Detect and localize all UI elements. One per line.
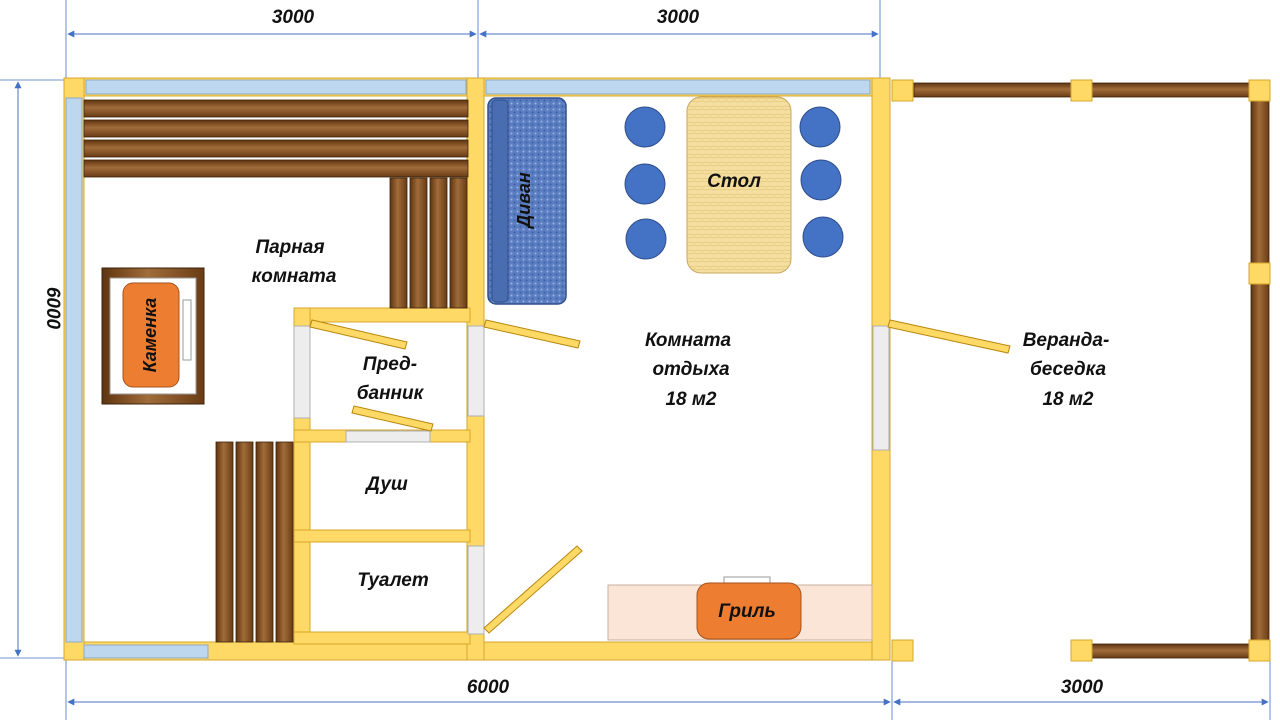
toilet-label: Туалет <box>357 570 429 591</box>
grill <box>696 582 802 640</box>
door-rest <box>483 319 581 349</box>
rest-room-label-line1: Комната <box>645 330 732 351</box>
chair-right-1 <box>799 106 841 148</box>
veranda-label-line3: 18 м2 <box>1042 389 1093 410</box>
dim-top-right: 3000 <box>657 7 700 28</box>
stove-frame <box>101 267 205 405</box>
door-openings <box>293 325 890 635</box>
dim-bottom-veranda: 3000 <box>1061 677 1104 698</box>
dim-left-height: 6000 <box>42 287 63 330</box>
chair-left-2 <box>624 163 666 205</box>
rest-room-label-line2: отдыха <box>652 359 730 380</box>
door-leaves <box>309 319 1011 634</box>
upper-bench <box>83 99 469 178</box>
chairs <box>624 106 844 260</box>
chair-right-3 <box>802 216 844 258</box>
dressing-room-label-line2: банник <box>357 383 425 404</box>
shower-label: Душ <box>364 474 408 495</box>
steam-room-label-line1: Парная <box>255 237 324 258</box>
door-dressing <box>351 405 434 432</box>
door-toilet <box>483 545 583 634</box>
sofa-backrest <box>491 99 509 303</box>
side-bench <box>389 177 468 309</box>
stove <box>122 282 180 388</box>
rest-room-label-line3: 18 м2 <box>665 389 716 410</box>
veranda-label-line1: Веранда- <box>1023 330 1110 351</box>
steam-room-label-line2: комната <box>252 266 337 287</box>
dim-bottom-main: 6000 <box>467 677 510 698</box>
lower-bench <box>215 441 294 643</box>
table-label: Стол <box>707 171 761 192</box>
chair-right-2 <box>800 159 842 201</box>
stove-label: Каменка <box>140 298 160 373</box>
dressing-room-label-line1: Пред- <box>363 354 417 375</box>
table <box>686 96 792 274</box>
chair-left-3 <box>625 218 667 260</box>
veranda-label-line2: беседка <box>1030 359 1107 380</box>
sofa-label: Диван <box>514 172 534 230</box>
veranda-posts <box>891 79 1271 662</box>
grill-label: Гриль <box>718 601 776 622</box>
windows <box>65 79 871 659</box>
dim-top-left: 3000 <box>272 7 315 28</box>
door-steam <box>309 319 408 350</box>
door-veranda <box>887 319 1011 354</box>
chair-left-1 <box>624 106 666 148</box>
